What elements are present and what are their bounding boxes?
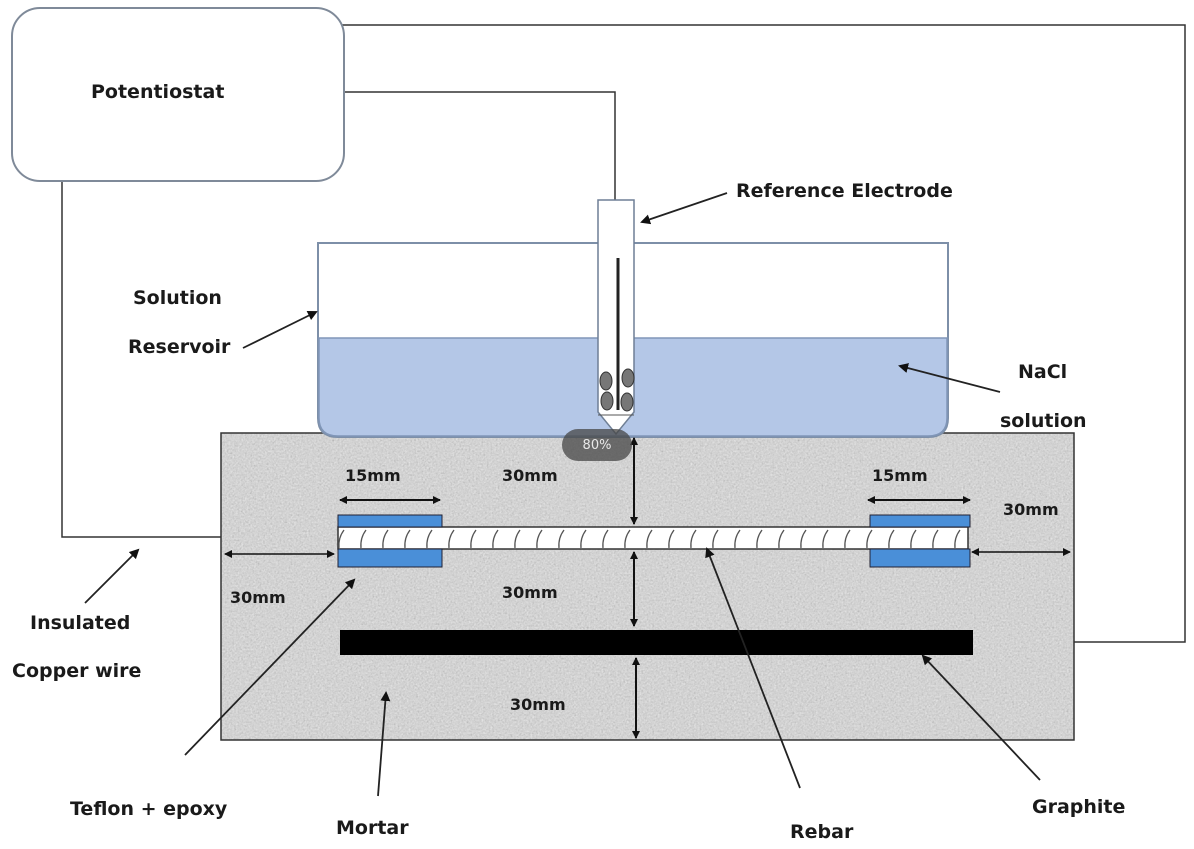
coating-right	[869, 514, 971, 568]
dim-left-coating: 15mm	[345, 466, 401, 485]
dim-bottom-cover: 30mm	[510, 695, 566, 714]
dimension-arrows	[224, 437, 1071, 739]
dim-top-cover: 30mm	[502, 466, 558, 485]
graphite-label: Graphite	[1032, 796, 1125, 818]
coating-left	[337, 514, 443, 568]
potentiostat-box	[11, 7, 345, 182]
rebar	[337, 526, 969, 550]
mortar-label: Mortar	[336, 817, 409, 839]
teflon-epoxy-label: Teflon + epoxy	[70, 798, 228, 820]
dim-rebar-to-graphite: 30mm	[502, 583, 558, 602]
nacl-label-line1: NaCl	[1018, 361, 1067, 383]
solution-reservoir-label-line1: Solution	[133, 287, 222, 309]
rebar-label: Rebar	[790, 821, 854, 843]
reference-electrode-wire	[318, 91, 616, 200]
reference-electrode	[597, 199, 635, 436]
dim-right-coating: 15mm	[872, 466, 928, 485]
insulated-copper-wire-label-line2: Copper wire	[12, 660, 141, 682]
dim-right-end-cover: 30mm	[1003, 500, 1059, 519]
zoom-level-badge: 80%	[562, 429, 632, 461]
nacl-label-line2: solution	[1000, 410, 1087, 432]
potentiostat-label: Potentiostat	[91, 81, 224, 103]
reference-electrode-label: Reference Electrode	[736, 180, 953, 202]
mortar-block	[220, 432, 1075, 741]
leader-arrows	[84, 192, 1041, 797]
solution-reservoir-label-line2: Reservoir	[128, 336, 231, 358]
dim-left-end-cover: 30mm	[230, 588, 286, 607]
insulated-copper-wire-label-line1: Insulated	[30, 612, 130, 634]
counter-electrode-wire	[322, 24, 1186, 643]
graphite-bar	[340, 630, 973, 655]
